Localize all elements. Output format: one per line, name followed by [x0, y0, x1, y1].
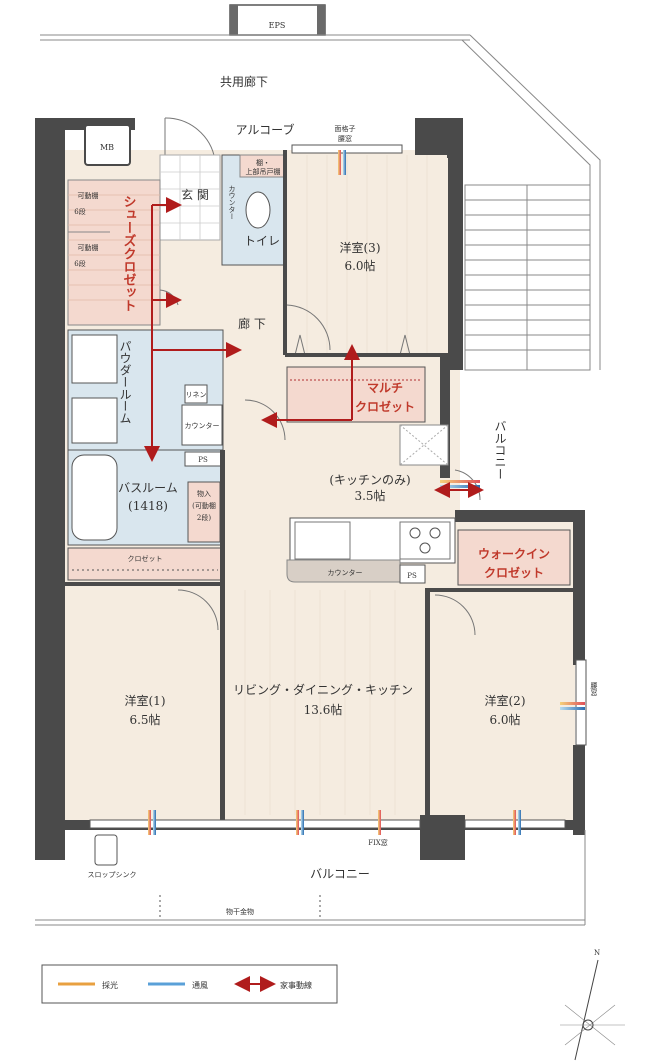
bathtub-icon: [71, 454, 118, 541]
storage-label-3: 2段): [197, 513, 211, 522]
slop-sink-icon: [94, 834, 118, 866]
toilet-icon: [245, 191, 271, 229]
stair-steps: [465, 185, 590, 370]
closet: [67, 547, 224, 581]
shelf-movable-1b: 6段: [74, 207, 85, 216]
multi-closet-label-2: クロゼット: [355, 399, 415, 414]
balcony-main-label: バルコニー: [310, 867, 370, 881]
room3-size: 6.0帖: [344, 258, 375, 273]
alcove-label: アルコーブ: [236, 122, 295, 137]
storage-label-1: 物入: [197, 489, 211, 498]
genkan-label: 玄 関: [181, 187, 209, 202]
louver-window-label-2: 腰窓: [338, 134, 352, 143]
compass-icon: [560, 959, 625, 1061]
walkin-closet-label-2: クロゼット: [484, 565, 544, 580]
toilet-label: トイレ: [244, 234, 280, 248]
counter-powder-label: カウンター: [185, 421, 220, 430]
slop-sink-label: スロップシンク: [88, 871, 137, 879]
walkin-closet: [457, 529, 571, 586]
fix-window-label: FIX窓: [368, 838, 388, 847]
toilet-counter-label: カウンター: [228, 185, 236, 220]
bathroom-name: バスルーム: [118, 481, 178, 495]
counter-bar: [286, 559, 401, 583]
louver-window-label-1: 面格子: [335, 124, 356, 133]
room1-size: 6.5帖: [129, 712, 160, 727]
ps-bath-label: PS: [198, 456, 208, 464]
ldk-size: 13.6帖: [304, 702, 343, 717]
room2-size: 6.0帖: [489, 712, 520, 727]
shoe-closet: [67, 179, 161, 326]
shelf-movable-2a: 可動棚: [78, 243, 99, 252]
shelf-movable-2b: 6段: [74, 259, 85, 268]
common-corridor-label: 共用廊下: [220, 74, 268, 89]
washer-icon: [71, 397, 118, 444]
storage-label-2: (可動棚: [192, 501, 216, 510]
kitchen-size: 3.5帖: [354, 488, 385, 503]
mb-box: [84, 124, 131, 166]
compass-north-label: N: [594, 949, 600, 957]
waist-window-label: 腰窓: [590, 682, 598, 696]
eps-box: [229, 4, 326, 36]
multi-closet-label-1: マルチ: [367, 381, 403, 395]
balcony-side-label: バルコニー: [493, 420, 507, 480]
walkin-closet-label-1: ウォークイン: [478, 547, 550, 561]
mb-label: MB: [100, 143, 114, 152]
shelf-label-2: 上部吊戸棚: [246, 167, 281, 176]
shelf-label-1: 棚・: [256, 158, 270, 167]
linen-label: リネン: [186, 391, 207, 399]
counter-kitchen-label: カウンター: [328, 568, 363, 577]
shoe-closet-label: シューズクロゼット: [121, 195, 137, 312]
eps-label: EPS: [269, 21, 286, 30]
ps-kitchen-label: PS: [407, 572, 417, 580]
ldk-name: リビング・ダイニング・キッチン: [233, 682, 413, 697]
legend-ventilation-label: 通風: [192, 980, 208, 990]
closet-label: クロゼット: [128, 554, 163, 563]
room3-name: 洋室(3): [340, 240, 381, 255]
shelf-movable-1a: 可動棚: [78, 191, 99, 200]
kitchen-name: (キッチンのみ): [329, 473, 410, 487]
sink-icon: [294, 521, 351, 560]
legend-housework-label: 家事動線: [280, 980, 312, 990]
room1-name: 洋室(1): [125, 693, 166, 708]
louver-window: [291, 144, 403, 154]
legend-daylight-label: 採光: [102, 980, 118, 990]
multi-closet: [286, 366, 426, 423]
entrance-door: [164, 117, 216, 161]
hallway-label: 廊 下: [238, 316, 266, 331]
bathroom-size: (1418): [128, 499, 168, 513]
powder-room-label: パウダールーム: [118, 340, 132, 424]
room2-name: 洋室(2): [485, 693, 526, 708]
laundry-hardware-label: 物干金物: [226, 907, 254, 916]
storage: [187, 481, 221, 543]
housework-arrows: [144, 197, 484, 498]
